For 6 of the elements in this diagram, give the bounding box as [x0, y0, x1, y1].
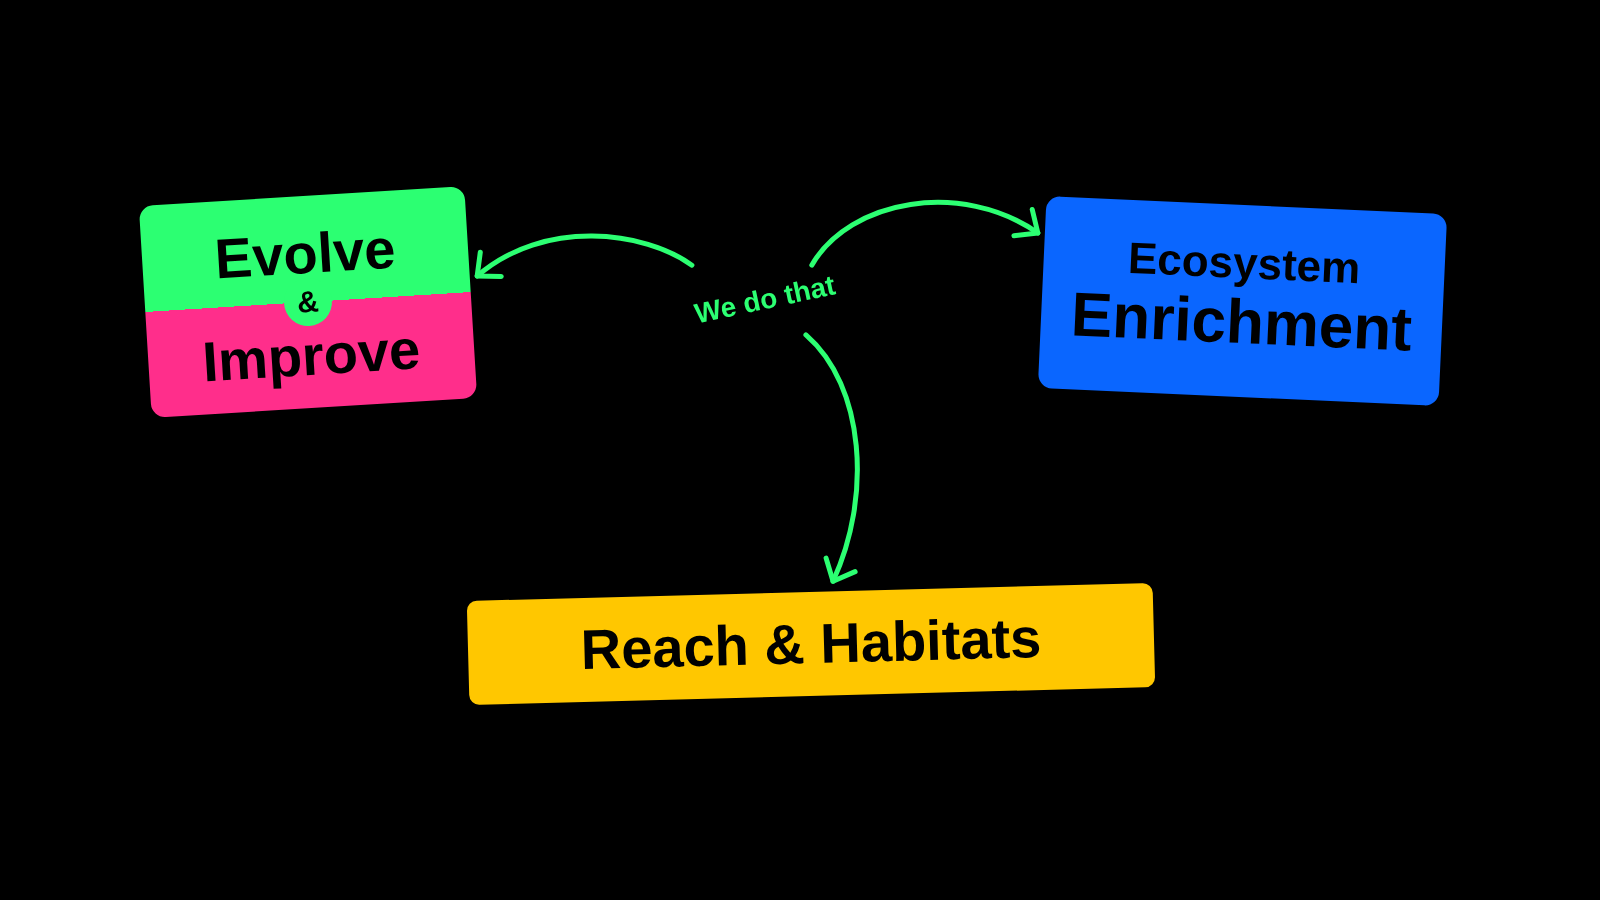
curved-arrow: [809, 200, 1041, 268]
banner-title: Reach & Habitats: [580, 610, 1042, 678]
curved-arrow: [474, 233, 695, 281]
handwritten-note: We do that: [691, 269, 839, 331]
curved-arrow: [803, 332, 860, 584]
card-subtitle: Ecosystem: [1127, 235, 1362, 291]
